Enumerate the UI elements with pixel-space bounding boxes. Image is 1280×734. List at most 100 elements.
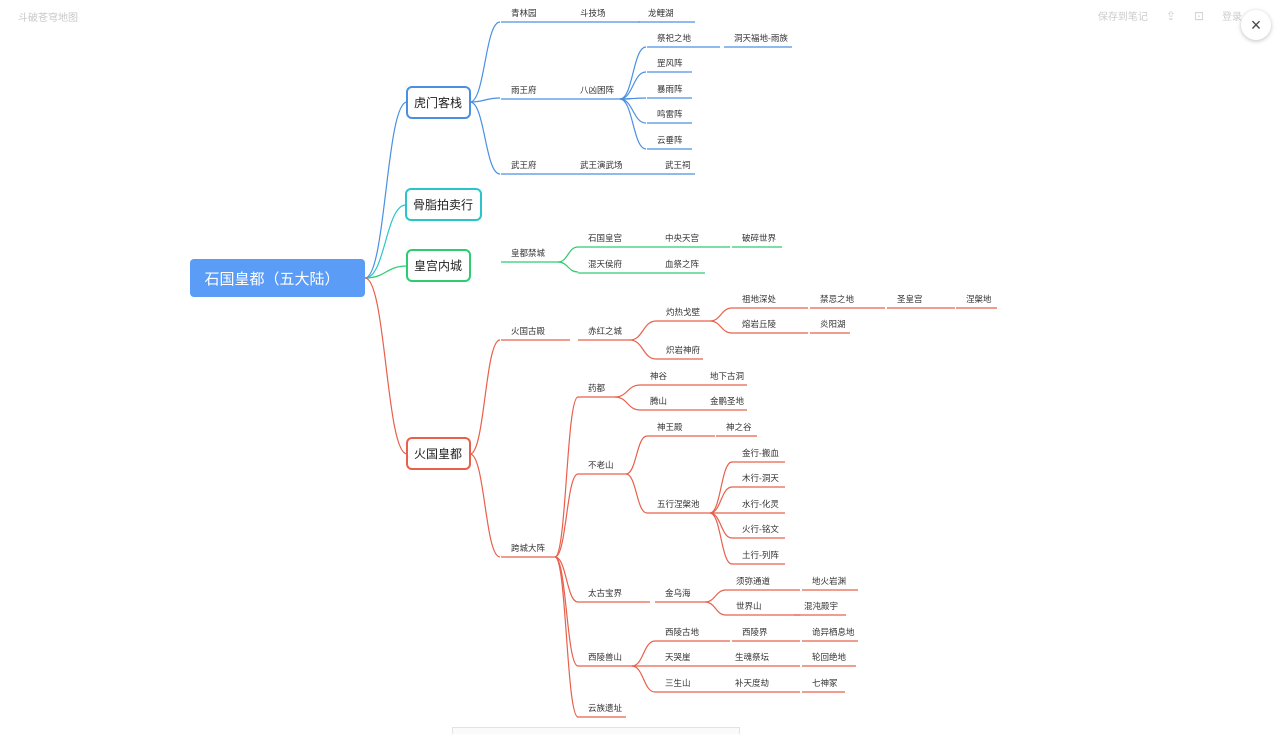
topic-node-xmtd[interactable]: 须弥通道 — [736, 576, 771, 586]
topic-node-ts[interactable]: 腾山 — [650, 396, 667, 406]
topic-node-djc[interactable]: 斗技场 — [580, 8, 606, 18]
topic-node-xlgs[interactable]: 西陵兽山 — [588, 652, 622, 662]
topic-node-ryql[interactable]: 熔岩丘陵 — [742, 319, 777, 329]
topic-node-wwc[interactable]: 武王祠 — [665, 160, 691, 170]
topic-node-cszc[interactable]: 赤红之城 — [588, 326, 623, 336]
topic-node-sjs[interactable]: 世界山 — [736, 601, 762, 611]
branch-label: 皇宫内城 — [414, 258, 462, 273]
topic-node-jx[interactable]: 金行-搬血 — [742, 448, 779, 458]
topic-node-qsz[interactable]: 七神冢 — [812, 678, 838, 688]
connector-line — [554, 556, 579, 667]
topic-node-blsh[interactable]: 不老山 — [588, 460, 614, 470]
connector-line — [629, 320, 657, 341]
connector-line — [554, 473, 579, 558]
topic-node-kcdz[interactable]: 跨城大阵 — [511, 543, 546, 553]
topic-node-wwyc[interactable]: 武王演武场 — [580, 160, 623, 170]
topic-node-hggd[interactable]: 火国古殿 — [511, 326, 546, 336]
connector-line — [625, 473, 648, 514]
topic-node-tkl[interactable]: 天哭崖 — [665, 652, 691, 662]
topic-node-qly[interactable]: 青林园 — [511, 8, 537, 18]
connector-line — [629, 339, 657, 360]
topic-node-zrgb[interactable]: 灼热戈壁 — [666, 307, 701, 317]
connector-line — [619, 71, 647, 100]
share-icon[interactable]: ⇪ — [1165, 8, 1176, 23]
login-button[interactable]: 登录 — [1222, 12, 1242, 23]
root-node[interactable]: 石国皇都（五大陆） — [190, 259, 365, 297]
topic-node-btdj[interactable]: 补天度劫 — [735, 678, 769, 688]
branch-node-auction[interactable]: 骨脂拍卖行 — [405, 188, 482, 221]
connector-line — [709, 486, 733, 514]
save-to-notes-button[interactable]: 保存到笔记 — [1097, 12, 1148, 23]
connector-line — [557, 261, 579, 273]
connector-line — [709, 320, 733, 334]
topic-node-tgbj[interactable]: 太古宝界 — [588, 588, 623, 598]
connector-line — [364, 101, 408, 279]
topic-node-dxgd[interactable]: 地下古洞 — [710, 371, 744, 381]
connector-line — [364, 204, 407, 279]
branch-node-palace[interactable]: 皇宫内城 — [406, 249, 471, 282]
topic-node-bl[interactable]: 暴雨阵 — [657, 84, 683, 94]
topic-node-psj[interactable]: 破碎世界 — [742, 233, 777, 243]
connector-line — [364, 277, 408, 455]
branch-node-fire-capital[interactable]: 火国皇都 — [406, 437, 471, 470]
topic-node-hx[interactable]: 火行-铭文 — [742, 524, 779, 534]
connector-line — [469, 21, 501, 103]
topic-node-yzyz[interactable]: 云族遗址 — [588, 703, 623, 713]
connector-line — [631, 640, 656, 667]
topic-node-nzd[interactable]: 涅槃地 — [966, 294, 992, 304]
connector-line — [469, 97, 501, 103]
topic-node-hdjc[interactable]: 皇都禁城 — [511, 248, 546, 258]
topic-node-wwf[interactable]: 武王府 — [511, 160, 537, 170]
topic-node-yz[interactable]: 云垂阵 — [657, 135, 683, 145]
topic-node-dtfd[interactable]: 洞天福地-雨族 — [734, 33, 788, 43]
document-title: 斗破苍穹地图 — [18, 13, 78, 24]
connector-line — [625, 435, 648, 475]
topic-node-jszd2[interactable]: 金鹏圣地 — [710, 396, 745, 406]
connector-line — [709, 512, 733, 565]
topic-node-xlj[interactable]: 西陵界 — [742, 627, 768, 637]
branch-node-humen[interactable]: 虎门客栈 — [406, 86, 471, 119]
topic-node-gyqxd[interactable]: 诡异栖息地 — [812, 627, 855, 637]
topic-node-sghg[interactable]: 石国皇宫 — [588, 233, 622, 243]
topic-node-jwh[interactable]: 金乌海 — [665, 588, 691, 598]
connector-line — [619, 98, 647, 124]
topic-node-ml[interactable]: 鸣雷阵 — [657, 109, 683, 119]
topic-node-ejf[interactable]: 罡风阵 — [657, 58, 683, 68]
topic-node-llh[interactable]: 龙鲤湖 — [648, 8, 674, 18]
topic-node-htwf[interactable]: 混天侯府 — [588, 259, 623, 269]
topic-node-yyh[interactable]: 炎阳湖 — [820, 319, 846, 329]
topic-node-dhyy[interactable]: 地火岩渊 — [812, 576, 846, 586]
topic-node-swd[interactable]: 神王殿 — [657, 422, 683, 432]
branch-label: 虎门客栈 — [414, 95, 462, 110]
topic-node-zyt[interactable]: 中央天宫 — [665, 233, 699, 243]
connector-line — [557, 246, 579, 263]
topic-node-sg[interactable]: 神谷 — [650, 371, 668, 381]
topic-node-ryss[interactable]: 炽岩神府 — [666, 345, 701, 355]
mindmap-edges — [364, 21, 997, 718]
fullscreen-icon[interactable]: ⊡ — [1193, 8, 1204, 23]
topic-node-jjzd[interactable]: 禁忌之地 — [820, 294, 855, 304]
topic-node-mx[interactable]: 木行-洞天 — [742, 473, 779, 483]
topic-node-bxzz[interactable]: 八凶困阵 — [580, 85, 615, 95]
topic-node-tx[interactable]: 土行-列阵 — [742, 550, 779, 560]
close-button[interactable]: × — [1241, 10, 1271, 40]
topic-node-zdsc[interactable]: 祖地深处 — [742, 294, 777, 304]
connector-line — [554, 556, 579, 603]
topic-node-wxnp[interactable]: 五行涅槃池 — [657, 499, 700, 509]
topic-node-shg[interactable]: 圣皇宫 — [897, 294, 923, 304]
topic-node-szg[interactable]: 神之谷 — [726, 422, 752, 432]
topic-node-ss[interactable]: 三生山 — [665, 678, 691, 688]
topic-node-sx[interactable]: 水行-化灵 — [742, 499, 779, 509]
topic-node-hdyz[interactable]: 混沌殿宇 — [804, 601, 838, 611]
connector-line — [619, 46, 647, 100]
topic-node-ywf[interactable]: 雨王府 — [511, 85, 537, 95]
topic-node-jszd[interactable]: 祭祀之地 — [657, 33, 692, 43]
bottom-toolbar — [452, 727, 740, 734]
connector-line — [554, 396, 579, 558]
topic-node-shjt[interactable]: 生魂祭坛 — [735, 652, 770, 662]
topic-node-ydu[interactable]: 药都 — [588, 383, 606, 393]
topic-node-xjzz[interactable]: 血祭之阵 — [665, 259, 700, 269]
topic-node-xlgd[interactable]: 西陵古地 — [665, 627, 700, 637]
topic-node-lhjd[interactable]: 轮回绝地 — [812, 652, 847, 662]
